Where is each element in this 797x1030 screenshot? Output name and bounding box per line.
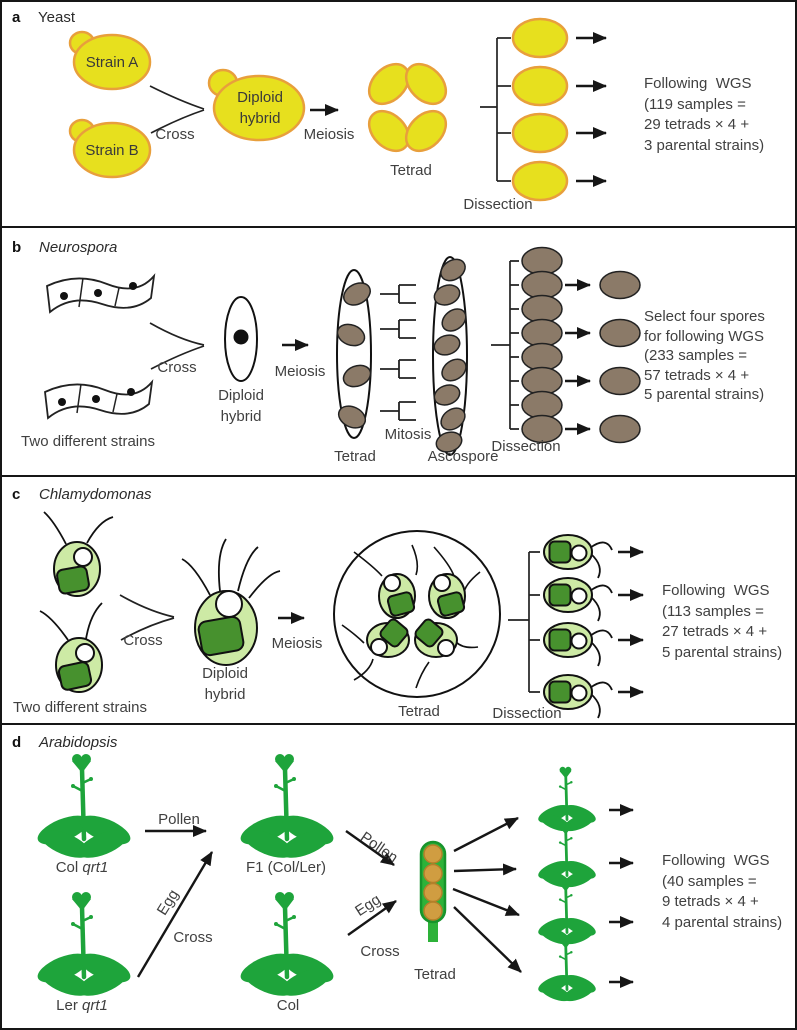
tetrad-label: Tetrad [414, 966, 456, 983]
tetrad-clover-icon [367, 62, 448, 153]
progeny-plants-icons [534, 765, 600, 1007]
cross-label: Cross [155, 126, 195, 143]
ler-qrt1-prefix: Ler [56, 997, 82, 1014]
chlamy-diploid-hybrid-icon [181, 538, 281, 666]
strain-b-label: Strain B [85, 142, 139, 159]
cross-bracket-icon [149, 322, 205, 370]
panel-c-graphics [39, 511, 644, 719]
plant-col-qrt1-icon [34, 754, 134, 863]
yeast-strain-a-cell-icon [68, 30, 152, 91]
dissection-label: Dissection [463, 196, 533, 213]
panel-b-neurospora: b Neurospora Two different strains Cross… [2, 226, 795, 475]
panel-title: Yeast [38, 9, 75, 26]
col-qrt1-label: Col qrt1 [56, 857, 109, 878]
panel-a-graphics [68, 17, 607, 202]
diploid-hybrid-label: Diploid hybrid [202, 665, 248, 703]
silique-tetrad-icon [419, 840, 447, 942]
wgs-note: Select four spores for following WGS (23… [644, 308, 765, 403]
plant-col-icon [237, 892, 337, 1001]
col-qrt1-prefix: Col [55, 859, 83, 876]
tetrad-label: Tetrad [334, 448, 376, 465]
wgs-note: Following WGS (119 samples = 29 tetrads … [644, 75, 765, 154]
tetrad-label: Tetrad [390, 162, 432, 179]
cross-label-2: Cross [360, 943, 400, 960]
dissected-cell-icon [543, 622, 613, 667]
chlamy-strain-1-icon [43, 511, 114, 597]
tetrad-circle-icon [333, 530, 501, 698]
output-arrow-icons [576, 32, 607, 187]
panel-letter: b [12, 239, 22, 256]
dissected-cell-icon [543, 577, 613, 622]
mitosis-fork-icons [380, 284, 416, 421]
tetrad-cell-3-icon [366, 618, 410, 658]
meiosis-label: Meiosis [303, 126, 355, 143]
f1-label: F1 (Col/Ler) [245, 859, 327, 876]
plant-ler-qrt1-icon [34, 892, 134, 1001]
yeast-diploid-hybrid-cell-icon [207, 68, 306, 142]
col-qrt1-gene: qrt1 [82, 859, 109, 876]
ler-qrt1-label: Ler qrt1 [56, 995, 108, 1016]
cross-label: Cross [173, 929, 213, 946]
strain-a-label: Strain A [85, 54, 139, 71]
egg-arrow-2-icon [347, 900, 397, 936]
tetrad-cell-4-icon [414, 618, 458, 658]
dissection-bracket [508, 551, 540, 693]
tetrad-ascus-icon [336, 269, 372, 439]
dissection-bracket [491, 260, 519, 430]
panel-letter: a [12, 9, 21, 26]
fan-arrow-icons [452, 816, 522, 973]
cross-label: Cross [123, 632, 163, 649]
cross-bracket-icon [119, 594, 175, 641]
meiosis-label: Meiosis [274, 363, 326, 380]
tetrad-label: Tetrad [398, 703, 440, 720]
output-arrow-icons [618, 546, 644, 698]
panel-c-chlamydomonas: c Chlamydomonas Two different strains Cr… [2, 475, 795, 723]
dissection-label: Dissection [491, 438, 561, 455]
selected-spores-icons [599, 270, 641, 444]
panel-letter: d [12, 734, 22, 751]
diploid-hybrid-label: Diploid hybrid [218, 387, 264, 425]
diploid-hybrid-label: Diploid hybrid [237, 89, 283, 127]
yeast-strain-b-cell-icon [68, 118, 152, 179]
panel-title: Neurospora [39, 239, 118, 256]
panel-title: Chlamydomonas [39, 486, 152, 503]
select-arrow-icons [565, 279, 591, 435]
two-strains-label: Two different strains [13, 699, 147, 716]
hypha-strain-2-icon [44, 379, 154, 420]
dissected-cell-icon [543, 674, 613, 719]
cross-label: Cross [157, 359, 197, 376]
meiosis-label: Meiosis [271, 635, 323, 652]
cross-bracket-icon [149, 85, 205, 134]
diploid-ascus-icon [224, 296, 258, 382]
dissected-cells-icons [543, 534, 613, 719]
mitosis-label: Mitosis [384, 426, 432, 443]
pollen-arrow-2-icon [345, 830, 395, 866]
wgs-note: Following WGS (40 samples = 9 tetrads × … [662, 852, 783, 931]
panel-d-arabidopsis: d Arabidopsis Col qrt1 Ler qrt1 F1 (Col/… [2, 723, 795, 1022]
ascospore-ascus-icon [432, 256, 468, 456]
chlamy-strain-2-icon [39, 602, 103, 693]
col-label: Col [276, 997, 300, 1014]
ler-qrt1-gene: qrt1 [82, 997, 108, 1014]
dissected-spores-icons [521, 246, 563, 444]
tetrad-cell-1-icon [378, 573, 416, 619]
pollen-label: Pollen [158, 811, 200, 828]
wgs-note: Following WGS (113 samples = 27 tetrads … [662, 582, 783, 661]
panel-d-graphics [2, 725, 634, 1007]
panel-b-graphics [44, 246, 641, 456]
panel-letter: c [12, 486, 21, 503]
egg-cross-arrow-icon [136, 851, 214, 978]
panel-title: Arabidopsis [39, 734, 118, 751]
hypha-strain-1-icon [46, 273, 156, 314]
plant-f1-icon [237, 754, 337, 863]
dissected-spores-icons [511, 17, 569, 202]
dissected-cell-icon [543, 534, 613, 579]
panel-a-yeast: a Yeast Strain A Strain B Cross Diploid … [2, 2, 795, 226]
dissection-bracket [480, 37, 511, 182]
tetrad-cell-2-icon [428, 573, 466, 619]
dissection-label: Dissection [492, 705, 562, 722]
output-arrow-icons [609, 804, 634, 988]
ascospore-label: Ascospore [427, 448, 499, 465]
two-strains-label: Two different strains [21, 433, 155, 450]
